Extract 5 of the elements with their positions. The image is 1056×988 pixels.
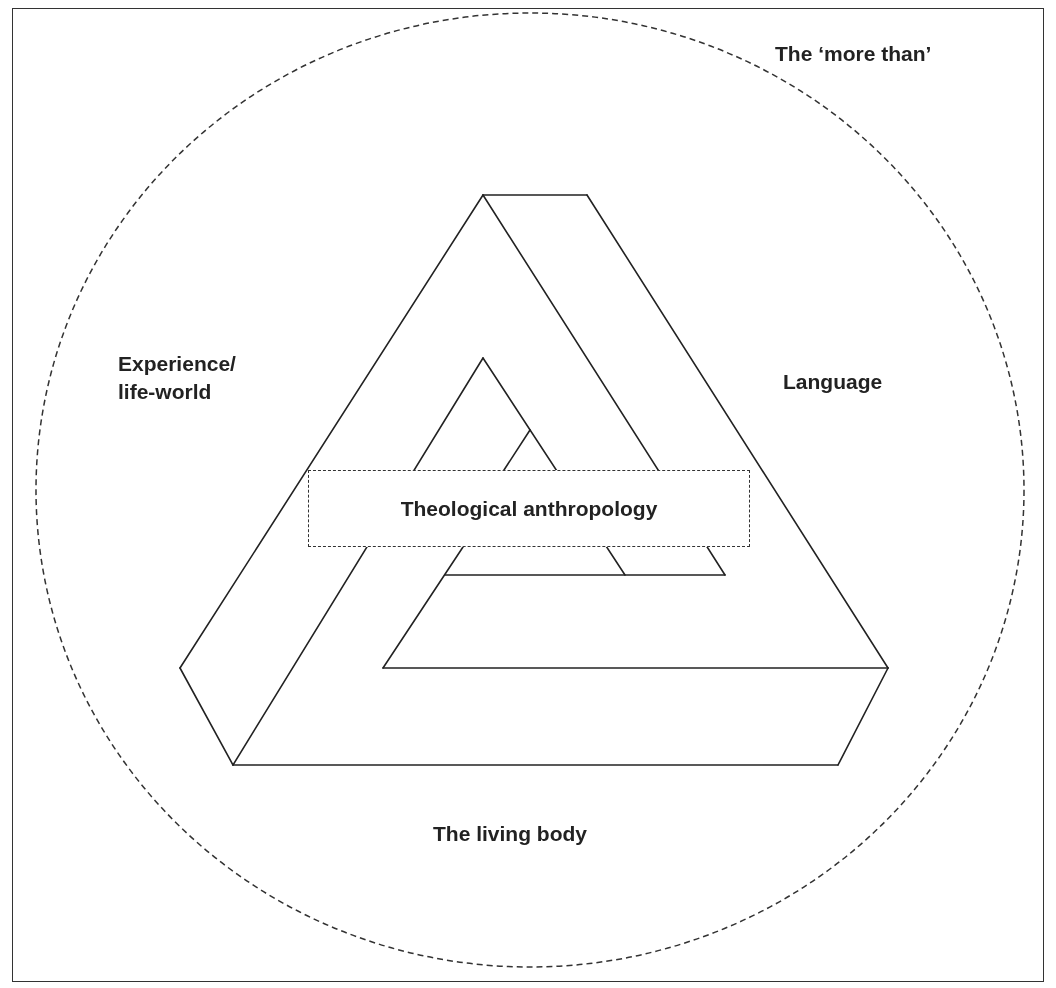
- side-label: The living body: [433, 821, 587, 847]
- circle-title: The ‘more than’: [775, 41, 932, 67]
- dashed-box: Theological anthropology: [308, 470, 750, 547]
- side-label: Experience/ life-world: [118, 351, 237, 406]
- side-label: Language: [783, 369, 883, 395]
